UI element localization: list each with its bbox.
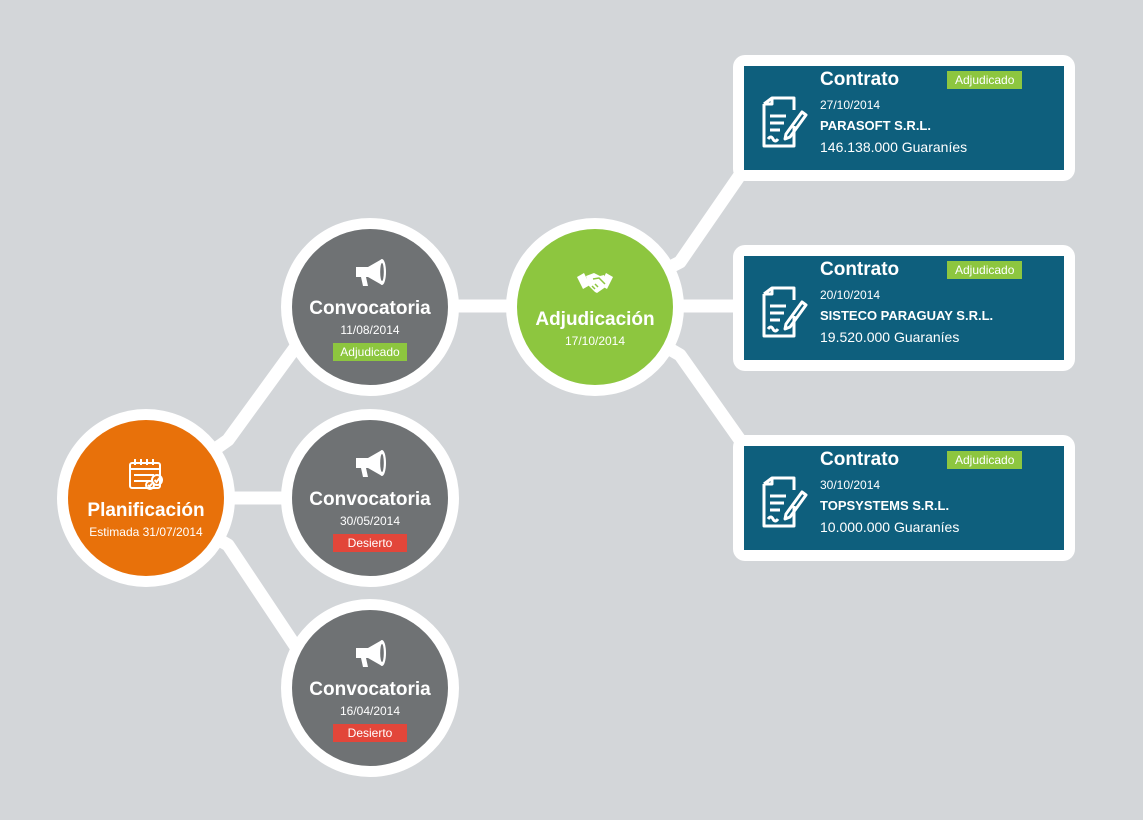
contrato-date: 30/10/2014 — [820, 478, 881, 492]
contrato-card-1[interactable]: Contrato Adjudicado 27/10/2014 PARASOFT … — [733, 55, 1075, 181]
contrato-company: PARASOFT S.R.L. — [820, 118, 931, 133]
megaphone-icon — [356, 449, 386, 477]
contrato-amount: 146.138.000 Guaraníes — [820, 139, 968, 155]
contrato-amount: 19.520.000 Guaraníes — [820, 329, 960, 345]
contract-document-icon — [762, 476, 808, 528]
node-convocatoria-3[interactable]: Convocatoria 16/04/2014 Desierto — [281, 599, 459, 777]
convocatoria-date: 11/08/2014 — [340, 322, 400, 337]
convocatoria-date: 30/05/2014 — [339, 513, 401, 528]
contrato-title: Contrato — [820, 259, 900, 280]
status-badge: Adjudicado — [947, 261, 1022, 279]
contract-document-icon — [762, 96, 808, 148]
contrato-company: SISTECO PARAGUAY S.R.L. — [820, 308, 994, 323]
planificacion-title: Planificación — [87, 500, 205, 521]
contrato-amount: 10.000.000 Guaraníes — [820, 519, 960, 535]
adjudicacion-title: Adjudicación — [535, 309, 655, 330]
contrato-date: 20/10/2014 — [820, 288, 881, 302]
status-badge: Adjudicado — [947, 451, 1022, 469]
adjudicacion-date: 17/10/2014 — [564, 334, 626, 348]
node-convocatoria-2[interactable]: Convocatoria 30/05/2014 Desierto — [281, 409, 459, 587]
contrato-date: 27/10/2014 — [820, 98, 881, 112]
status-badge: Desierto — [333, 723, 407, 742]
status-badge: Adjudicado — [947, 71, 1022, 89]
contrato-card-2[interactable]: Contrato Adjudicado 20/10/2014 SISTECO P… — [733, 245, 1075, 371]
convocatoria-title: Convocatoria — [309, 678, 431, 700]
contract-document-icon — [762, 286, 808, 338]
calendar-icon — [129, 459, 163, 490]
megaphone-icon — [356, 258, 386, 286]
planificacion-subtitle: Estimada 31/07/2014 — [89, 525, 203, 539]
contrato-card-3[interactable]: Contrato Adjudicado 30/10/2014 TOPSYSTEM… — [733, 435, 1075, 561]
convocatoria-title: Convocatoria — [309, 488, 431, 510]
status-badge: Desierto — [333, 533, 407, 552]
convocatoria-date: 16/04/2014 — [339, 703, 401, 718]
handshake-icon — [577, 273, 613, 293]
contrato-title: Contrato — [820, 449, 900, 470]
convocatoria-title: Convocatoria — [309, 297, 431, 319]
contrato-title: Contrato — [820, 69, 900, 90]
node-planificacion[interactable]: Planificación Estimada 31/07/2014 — [57, 409, 235, 587]
node-adjudicacion[interactable]: Adjudicación 17/10/2014 — [506, 218, 684, 396]
megaphone-icon — [356, 639, 386, 667]
status-badge: Adjudicado — [333, 342, 407, 361]
node-convocatoria-1[interactable]: Convocatoria 11/08/2014 Adjudicado — [281, 218, 459, 396]
contrato-company: TOPSYSTEMS S.R.L. — [820, 498, 950, 513]
